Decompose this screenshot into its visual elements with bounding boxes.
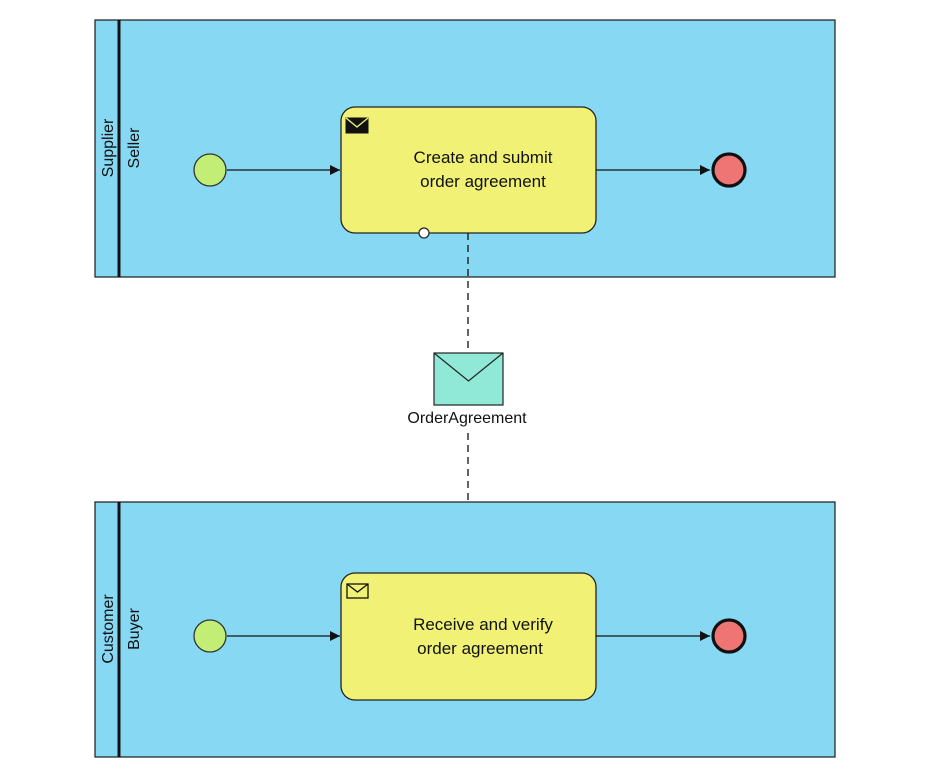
customer-end-event[interactable] [711,618,747,654]
seller-lane-label: Seller [126,127,143,169]
order-agreement-message[interactable]: OrderAgreement [407,352,527,427]
receive-order-task-line-1: Receive and verify [413,615,553,634]
create-order-task-line-1: Create and submit [414,148,553,167]
buyer-lane-label: Buyer [126,607,143,649]
supplier-pool-label: Supplier [100,118,117,177]
message-envelope-flap [433,352,504,382]
supplier-end-event[interactable] [711,152,747,188]
message-label: OrderAgreement [407,410,527,427]
customer-start-event[interactable] [193,619,227,653]
receive-order-task-box [340,572,597,701]
envelope-filled-icon [345,117,369,134]
supplier-start-event[interactable] [193,153,227,187]
create-order-task-line-2: order agreement [420,172,546,191]
customer-pool-label: Customer [100,594,117,664]
receive-order-task[interactable]: Receive and verify order agreement [340,572,597,701]
create-order-task-box [340,106,597,234]
receive-order-task-line-2: order agreement [417,639,543,658]
message-flow-source-marker [418,227,430,239]
create-order-task[interactable]: Create and submit order agreement [340,106,597,239]
envelope-outline-icon [346,583,369,599]
